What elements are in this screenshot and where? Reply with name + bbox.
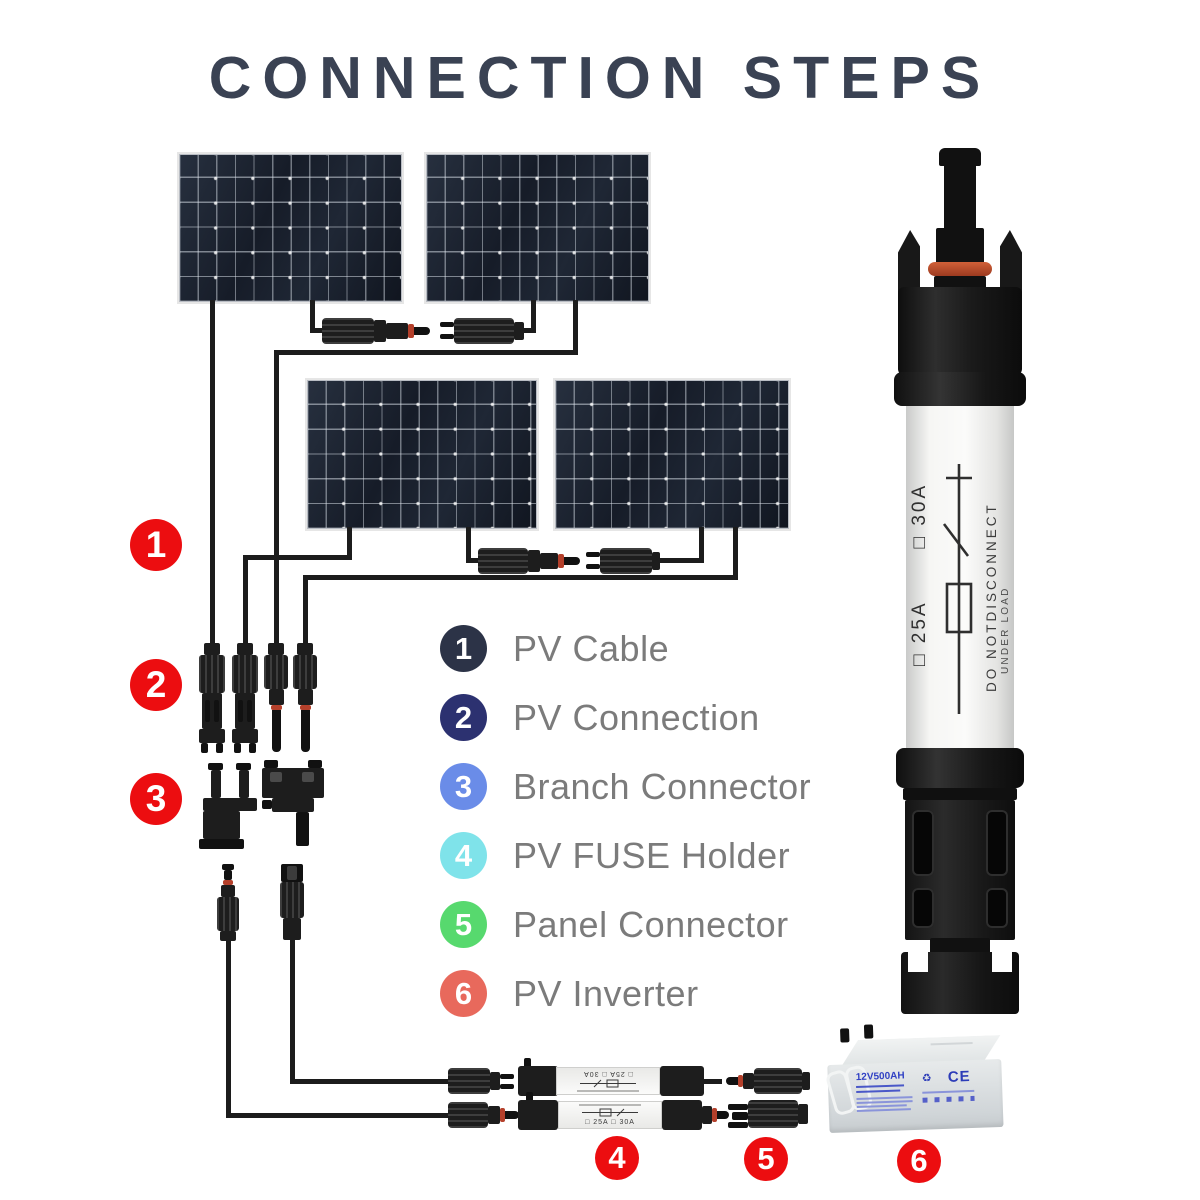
cable-segment [573,300,578,355]
cable-segment [658,558,704,563]
cable-segment [310,328,326,333]
cable-segment [303,575,308,645]
cable-segment [310,300,315,331]
step-marker-4: 4 [595,1136,639,1180]
legend-item-panel-connector: 5 Panel Connector [440,901,789,948]
cable-segment [290,938,295,1084]
cable-segment [699,527,704,563]
cable-segment [226,938,231,1118]
legend-bubble-3: 4 [440,832,487,879]
cable-segment [210,300,215,645]
cable-segment [243,555,248,645]
legend-bubble-5: 6 [440,970,487,1017]
small-fuse-band: □ 25A □ 30A [558,1101,662,1129]
fuse-warning-text2: UNDER LOAD [1000,586,1011,674]
cable-segment [466,558,480,563]
cable-segment [274,350,578,355]
cable-segment [243,555,352,560]
fuse-holder-body [906,406,1014,748]
cable-segment [226,1113,448,1118]
legend-item-branch-connector: 3 Branch Connector [440,763,811,810]
legend-bubble-4: 5 [440,901,487,948]
fuse-rating-30a: □ 30A [909,482,930,549]
legend-bubble-0: 1 [440,625,487,672]
step-marker-1: 1 [130,519,182,571]
fuse-rating-25a: □ 25A [909,600,930,666]
legend-bubble-2: 3 [440,763,487,810]
cable-segment [303,575,738,580]
solar-panel-1 [177,152,404,304]
legend-label: PV Inverter [513,972,699,1014]
step-marker-3: 3 [130,773,182,825]
small-fuse-band: □ 25A □ 30A [556,1067,660,1095]
legend-item-pv-connection: 2 PV Connection [440,694,760,741]
solar-panel-4 [553,378,791,531]
solar-panel-3 [305,378,539,531]
legend-label: PV Connection [513,696,760,738]
cable-segment [733,527,738,580]
battery-capacity-label: 12V500AH [855,1070,905,1084]
legend-item-pv-cable: 1 PV Cable [440,625,669,672]
cable-segment [290,1079,448,1084]
legend-item-pv-fuse-holder: 4 PV FUSE Holder [440,832,790,879]
page-title: CONNECTION STEPS [208,45,992,111]
recycle-icon: ♻ [921,1072,932,1085]
step-marker-2: 2 [130,659,182,711]
legend-item-pv-inverter: 6 PV Inverter [440,970,699,1017]
legend-bubble-1: 2 [440,694,487,741]
cable-segment [274,350,279,645]
legend-label: PV FUSE Holder [513,834,791,876]
step-marker-6: 6 [897,1139,941,1183]
legend-label: PV Cable [513,627,670,669]
solar-panel-2 [424,152,651,304]
ce-mark: CE [947,1068,971,1086]
cable-segment [347,527,352,560]
fuse-symbol-icon [942,464,972,714]
cable-segment [531,300,536,333]
fuse-warning-text: DO NOTDISCONNECT [984,502,999,692]
cable-segment [466,527,471,563]
cable-segment [520,328,536,333]
legend-label: Panel Connector [513,903,789,945]
battery-unit: 12V500AH ♻ CE [818,1023,1012,1146]
step-marker-5: 5 [744,1137,788,1181]
legend-label: Branch Connector [513,765,812,807]
fuse-holder-markings: □ 25A □ 30A DO NOTDISCONNECT UNDER LOAD [906,406,1014,748]
